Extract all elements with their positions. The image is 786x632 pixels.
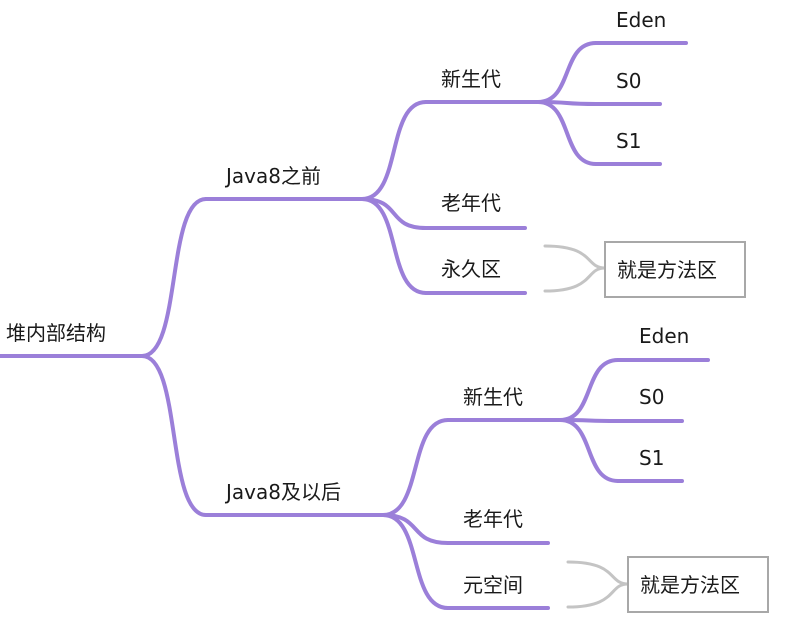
after-meta-label[interactable]: 元空间 [463,573,523,597]
before-young-label[interactable]: 新生代 [441,67,501,91]
after-meta-note-label: 就是方法区 [640,573,740,597]
after-meta-note-box[interactable] [627,556,769,613]
after-meta-note-bracket [566,560,629,609]
before-eden-label[interactable]: Eden [616,8,666,32]
java8-before-label[interactable]: Java8之前 [224,164,321,188]
edge-before-young-to-eden [536,41,598,104]
before-perm-note-bracket [543,244,606,293]
root-node-label[interactable]: 堆内部结构 [6,321,106,345]
edge-root-to-java8-after [140,354,208,517]
edge-before-to-young [360,100,428,201]
before-s1-label[interactable]: S1 [616,129,641,153]
edge-after-to-meta [381,513,450,610]
edge-root-to-java8-before [140,197,208,358]
after-s1-label[interactable]: S1 [639,446,664,470]
java8-after-label[interactable]: Java8及以后 [224,480,341,504]
before-perm-note-label: 就是方法区 [617,258,717,282]
edge-before-to-perm [360,197,428,295]
before-perm-note-box[interactable] [604,241,746,298]
edge-after-young-to-eden [558,358,620,422]
after-s0-label[interactable]: S0 [639,385,664,409]
after-young-label[interactable]: 新生代 [463,385,523,409]
before-perm-label[interactable]: 永久区 [441,257,501,281]
edge-after-to-young [381,418,450,517]
after-eden-label[interactable]: Eden [639,324,689,348]
after-old-label[interactable]: 老年代 [463,507,523,531]
edge-after-young-to-s1 [558,418,620,483]
before-s0-label[interactable]: S0 [616,69,641,93]
before-old-label[interactable]: 老年代 [441,191,501,215]
edge-before-young-to-s1 [536,100,598,166]
